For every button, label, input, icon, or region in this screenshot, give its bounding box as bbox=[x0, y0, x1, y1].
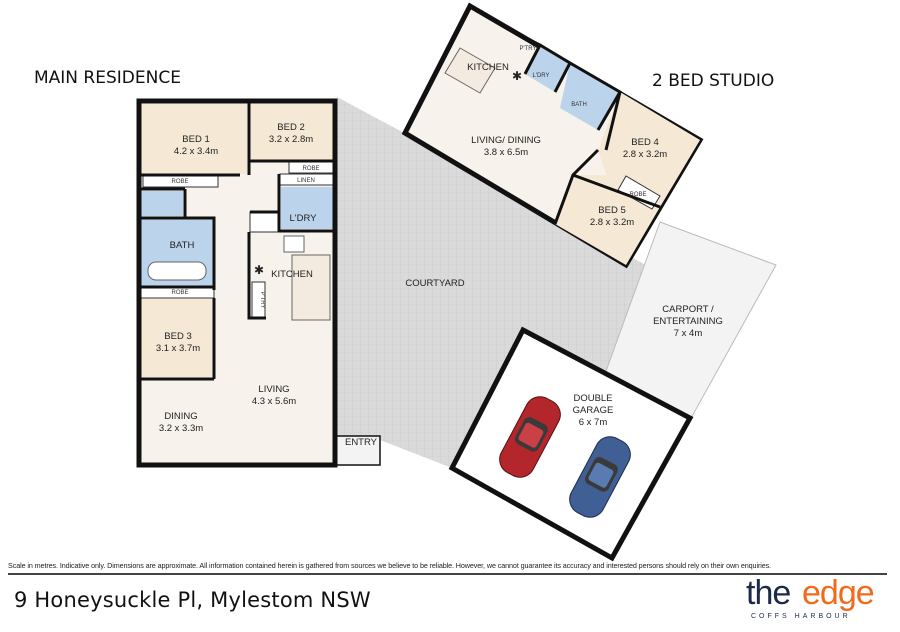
studio-laundry-label: L'DRY bbox=[532, 73, 549, 79]
bed1-size: 4.2 x 3.4m bbox=[174, 146, 218, 157]
bed2 bbox=[251, 104, 333, 161]
garage-size: 6 x 7m bbox=[579, 417, 608, 428]
bath-label: BATH bbox=[170, 240, 195, 251]
fridge-icon: ✱ bbox=[254, 263, 264, 277]
robe-label: ROBE bbox=[171, 290, 188, 296]
studio-bed4 bbox=[598, 92, 700, 207]
studio-robe bbox=[617, 175, 661, 210]
pantry-label: P'TRY bbox=[259, 291, 265, 308]
dining-size: 3.2 x 3.3m bbox=[159, 423, 203, 434]
laundry bbox=[281, 187, 333, 229]
bed3-label: BED 3 bbox=[164, 331, 191, 342]
studio: KITCHEN P'TRY ✱ L'DRY BATH LIVING/ DININ… bbox=[401, 2, 704, 269]
studio-heading: 2 BED STUDIO bbox=[652, 71, 774, 91]
entry bbox=[334, 435, 381, 466]
studio-living-size: 3.8 x 6.5m bbox=[484, 147, 528, 158]
bed2-label: BED 2 bbox=[277, 122, 304, 133]
property-address: 9 Honeysuckle Pl, Mylestom NSW bbox=[14, 588, 371, 612]
laundry-label: L'DRY bbox=[290, 213, 318, 224]
studio-bath-label: BATH bbox=[571, 102, 587, 108]
studio-kitchen-label: KITCHEN bbox=[467, 62, 509, 73]
bed5-label: BED 5 bbox=[598, 205, 625, 216]
studio-living-label: LIVING/ DINING bbox=[471, 135, 541, 146]
disclaimer: Scale in metres. Indicative only. Dimens… bbox=[8, 561, 772, 570]
bed3-size: 3.1 x 3.7m bbox=[156, 343, 200, 354]
garage-label-2: GARAGE bbox=[573, 405, 614, 416]
main-residence: BED 1 4.2 x 3.4m BED 2 3.2 x 2.8m ROBE R… bbox=[136, 98, 381, 468]
carport-label: CARPORT / bbox=[662, 304, 714, 315]
red-car-icon bbox=[499, 396, 561, 478]
bed2-size: 3.2 x 2.8m bbox=[269, 134, 313, 145]
logo-edge: edge bbox=[802, 574, 875, 612]
bed5-size: 2.8 x 3.2m bbox=[590, 217, 634, 228]
studio-fridge-icon: ✱ bbox=[512, 69, 522, 83]
carport-size: 7 x 4m bbox=[674, 328, 703, 339]
courtyard-label: COURTYARD bbox=[405, 278, 464, 289]
garage-label: DOUBLE bbox=[573, 393, 612, 404]
double-garage bbox=[448, 326, 694, 562]
robe-label: ROBE bbox=[302, 166, 319, 172]
dining-label: DINING bbox=[164, 411, 197, 422]
studio-pantry-label: P'TRY bbox=[519, 46, 536, 52]
studio-bath bbox=[560, 63, 620, 130]
linen-cupboards bbox=[249, 211, 280, 233]
carport-label-2: ENTERTAINING bbox=[653, 316, 723, 327]
kitchen-bench bbox=[291, 254, 331, 321]
logo-the: the bbox=[746, 574, 791, 612]
linen-label: LINEN bbox=[297, 178, 315, 184]
robe-label: ROBE bbox=[171, 179, 188, 185]
divider bbox=[8, 573, 887, 575]
main-residence-heading: MAIN RESIDENCE bbox=[34, 68, 181, 88]
entry-label: ENTRY bbox=[345, 437, 378, 448]
bed1-label: BED 1 bbox=[182, 134, 209, 145]
bed4-label: BED 4 bbox=[631, 137, 658, 148]
bed3 bbox=[141, 299, 212, 377]
living-size: 4.3 x 5.6m bbox=[252, 396, 296, 407]
bed1 bbox=[141, 104, 247, 174]
kitchen-label: KITCHEN bbox=[271, 269, 313, 280]
studio-kitchen-bench bbox=[444, 47, 496, 94]
studio-robe-label: ROBE bbox=[629, 192, 646, 198]
bed4-size: 2.8 x 3.2m bbox=[623, 149, 667, 160]
wc bbox=[141, 191, 183, 216]
living-label: LIVING bbox=[258, 384, 289, 395]
logo-sub: COFFS HARBOUR bbox=[751, 613, 851, 620]
courtyard bbox=[337, 97, 655, 468]
blue-car-icon bbox=[569, 436, 631, 518]
agency-logo: the edge COFFS HARBOUR bbox=[746, 574, 891, 628]
